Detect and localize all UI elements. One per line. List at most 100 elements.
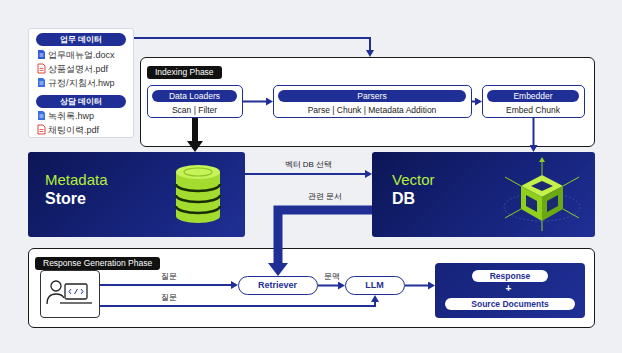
flow-arrow	[192, 118, 198, 141]
text-slot: Response Generation Phase	[35, 252, 160, 270]
node-text: Indexing Phase	[147, 66, 222, 79]
node-text: Metadata	[45, 171, 108, 189]
node-text: Vector	[392, 171, 435, 189]
icon-shape	[38, 78, 45, 87]
text-slot: Source Documents	[445, 298, 575, 310]
text-slot: Scan | Filter	[148, 104, 241, 116]
icon-shape	[40, 54, 44, 56]
icon-shape	[542, 186, 563, 221]
icon-shape	[505, 159, 579, 231]
edge-label: 관련 문서	[308, 192, 342, 202]
text-slot: Vector	[392, 171, 435, 189]
node-text: +	[435, 283, 582, 295]
node-text: Parsers	[278, 90, 466, 102]
node-text: Store	[45, 190, 86, 208]
text-slot: Embedder	[487, 90, 579, 102]
icon-shape	[176, 195, 220, 202]
node-text: 녹취록.hwp	[48, 110, 94, 122]
output-box: Response+ Source Documents	[435, 263, 585, 318]
node-text: 상담 데이터	[36, 95, 126, 108]
icon-shape	[40, 130, 44, 132]
icon-shape	[38, 64, 45, 73]
icon-shape	[40, 69, 44, 71]
text-slot: Store	[45, 190, 86, 208]
text-slot: 녹취록.hwp	[48, 110, 94, 122]
icon-shape	[176, 165, 220, 179]
text-slot: Parsers	[278, 90, 466, 102]
node-text: LLM	[346, 277, 403, 293]
store-box: MetadataStore	[28, 152, 245, 237]
node-text: 규정/지침서.hwp	[48, 77, 115, 89]
flow-arrow	[533, 118, 535, 145]
process-box: EmbedderEmbed Chunk	[482, 85, 585, 118]
node-text: Source Documents	[445, 298, 575, 310]
text-slot: DB	[392, 190, 415, 208]
category-pill: 상담 데이터	[36, 95, 126, 108]
text-slot: 업무매뉴얼.docx	[48, 49, 115, 61]
flow-arrow	[278, 210, 372, 263]
user-icon	[41, 271, 98, 316]
node-text: Embedder	[487, 90, 579, 102]
flow-arrow	[243, 101, 266, 103]
icon-shape	[51, 281, 61, 291]
text-slot: Parse | Chunk | Metadata Addition	[274, 104, 470, 116]
text-slot: Indexing Phase	[147, 61, 222, 79]
node-text: Embed Chunk	[483, 104, 583, 116]
node-text: Parse | Chunk | Metadata Addition	[274, 104, 470, 116]
icon-shape	[60, 302, 92, 303]
edge-label: 벡터 DB 선택	[285, 160, 333, 170]
step-pill: Retriever	[238, 276, 318, 295]
icon-shape	[184, 168, 212, 176]
icon-shape	[38, 50, 45, 59]
cube-icon	[497, 155, 587, 233]
node-text: Response	[472, 270, 548, 282]
text-slot: Data Loaders	[152, 90, 237, 102]
text-slot: 상담 데이터	[36, 95, 126, 108]
text-slot: 규정/지침서.hwp	[48, 77, 115, 89]
text-slot: Metadata	[45, 171, 108, 189]
icon-shape	[38, 78, 45, 87]
step-pill: LLM	[345, 276, 405, 295]
node-text: 채팅이력.pdf	[48, 124, 99, 136]
icon-shape	[38, 111, 45, 120]
icon-shape	[521, 186, 542, 221]
node-text: Retriever	[239, 277, 316, 293]
flow-arrow	[100, 284, 231, 286]
flow-arrow	[245, 173, 365, 175]
text-slot: +	[435, 283, 582, 295]
icon-shape	[38, 50, 45, 59]
text-slot: Embed Chunk	[483, 104, 583, 116]
icon-shape	[176, 184, 220, 191]
process-box: ParsersParse | Chunk | Metadata Addition	[273, 85, 472, 118]
icon-shape	[38, 111, 45, 120]
edge-label: 질문	[161, 272, 177, 282]
text-slot: LLM	[346, 277, 403, 293]
icon-shape	[65, 284, 87, 299]
flow-arrow	[472, 101, 475, 103]
edge-label: 문맥	[324, 272, 340, 282]
phase-panel: Indexing PhaseData LoadersScan | Filter P…	[140, 57, 595, 147]
node-text: DB	[392, 190, 415, 208]
phase-panel: Response Generation Phase Retriever LLM Re…	[28, 248, 595, 328]
flow-arrow	[318, 285, 338, 287]
category-pill: 업무 데이터	[36, 33, 126, 46]
node-text: Scan | Filter	[148, 104, 241, 116]
store-box: VectorDB	[372, 152, 595, 237]
node-text: Response Generation Phase	[35, 257, 160, 270]
icon-shape	[526, 195, 537, 212]
node-text: 상품설명서.pdf	[48, 63, 108, 75]
node-text: 업무매뉴얼.docx	[48, 49, 115, 61]
text-slot: Response	[472, 270, 548, 282]
text-slot: 상품설명서.pdf	[48, 63, 108, 75]
flow-arrow	[405, 285, 428, 287]
text-slot: Retriever	[239, 277, 316, 293]
flow-arrow	[134, 38, 370, 50]
text-slot: 업무 데이터	[36, 33, 126, 46]
edge-label: 질문	[161, 293, 177, 303]
icon-shape	[539, 157, 545, 162]
icon-shape	[40, 115, 44, 117]
text-slot: 채팅이력.pdf	[48, 124, 99, 136]
icon-shape	[38, 125, 45, 134]
icon-shape	[38, 125, 45, 134]
